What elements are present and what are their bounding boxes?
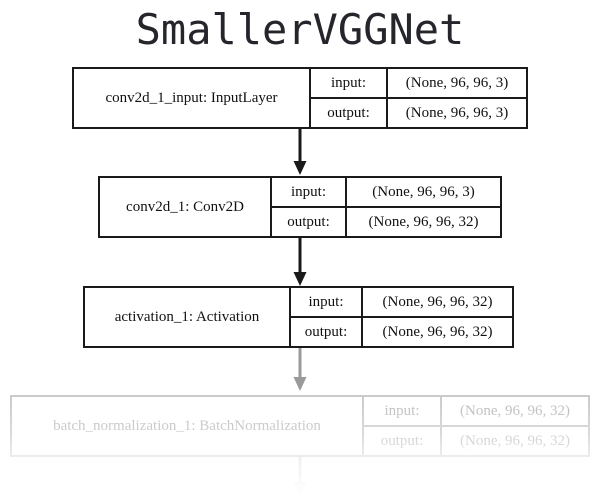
node-io-table: input: (None, 96, 96, 32) output: (None,… xyxy=(362,397,588,455)
node-output-row: output: (None, 96, 96, 32) xyxy=(291,318,512,346)
input-shape-value: (None, 96, 96, 32) xyxy=(440,397,588,425)
node-output-row: output: (None, 96, 96, 32) xyxy=(364,427,588,455)
node-input-row: input: (None, 96, 96, 3) xyxy=(272,178,500,208)
output-shape-value: (None, 96, 96, 32) xyxy=(361,318,512,346)
node-conv2d_1[interactable]: conv2d_1: Conv2D input: (None, 96, 96, 3… xyxy=(98,176,502,238)
output-shape-value: (None, 96, 96, 32) xyxy=(440,427,588,455)
node-io-table: input: (None, 96, 96, 3) output: (None, … xyxy=(309,69,526,127)
edge-conv2d_1-to-activation_1 xyxy=(292,238,308,287)
output-shape-value: (None, 96, 96, 32) xyxy=(345,208,500,236)
node-input-row: input: (None, 96, 96, 32) xyxy=(364,397,588,427)
input-label: input: xyxy=(384,402,420,419)
output-label: output: xyxy=(327,104,370,121)
input-label: input: xyxy=(308,293,344,310)
node-name-label: batch_normalization_1: BatchNormalizatio… xyxy=(53,417,321,434)
node-output-row: output: (None, 96, 96, 32) xyxy=(272,208,500,236)
input-shape-value: (None, 96, 96, 3) xyxy=(345,178,500,206)
node-output-row: output: (None, 96, 96, 3) xyxy=(311,99,526,127)
node-name-label: conv2d_1: Conv2D xyxy=(126,198,244,215)
output-label: output: xyxy=(380,432,424,449)
input-label: input: xyxy=(330,74,366,91)
node-io-table: input: (None, 96, 96, 3) output: (None, … xyxy=(270,178,500,236)
output-label: output: xyxy=(304,323,348,340)
node-conv2d_1_input[interactable]: conv2d_1_input: InputLayer input: (None,… xyxy=(72,67,528,129)
node-activation_1[interactable]: activation_1: Activation input: (None, 9… xyxy=(83,286,514,348)
output-label: output: xyxy=(287,213,330,230)
node-input-row: input: (None, 96, 96, 32) xyxy=(291,288,512,318)
input-label: input: xyxy=(290,183,326,200)
page-title: SmallerVGGNet xyxy=(135,5,465,54)
node-name-label: conv2d_1_input: InputLayer xyxy=(105,89,278,106)
input-shape-value: (None, 96, 96, 32) xyxy=(361,288,512,316)
edge-conv2d_1_input-to-conv2d_1 xyxy=(292,127,308,176)
edge-activation_1-to-batch_normalization_1 xyxy=(292,342,308,392)
node-name-label: activation_1: Activation xyxy=(114,308,260,325)
edge-batch_normalization_1-to-next xyxy=(292,452,308,498)
node-io-table: input: (None, 96, 96, 32) output: (None,… xyxy=(289,288,512,346)
output-shape-value: (None, 96, 96, 3) xyxy=(386,99,526,127)
node-input-row: input: (None, 96, 96, 3) xyxy=(311,69,526,99)
node-batch_normalization_1[interactable]: batch_normalization_1: BatchNormalizatio… xyxy=(10,395,590,457)
input-shape-value: (None, 96, 96, 3) xyxy=(386,69,526,97)
